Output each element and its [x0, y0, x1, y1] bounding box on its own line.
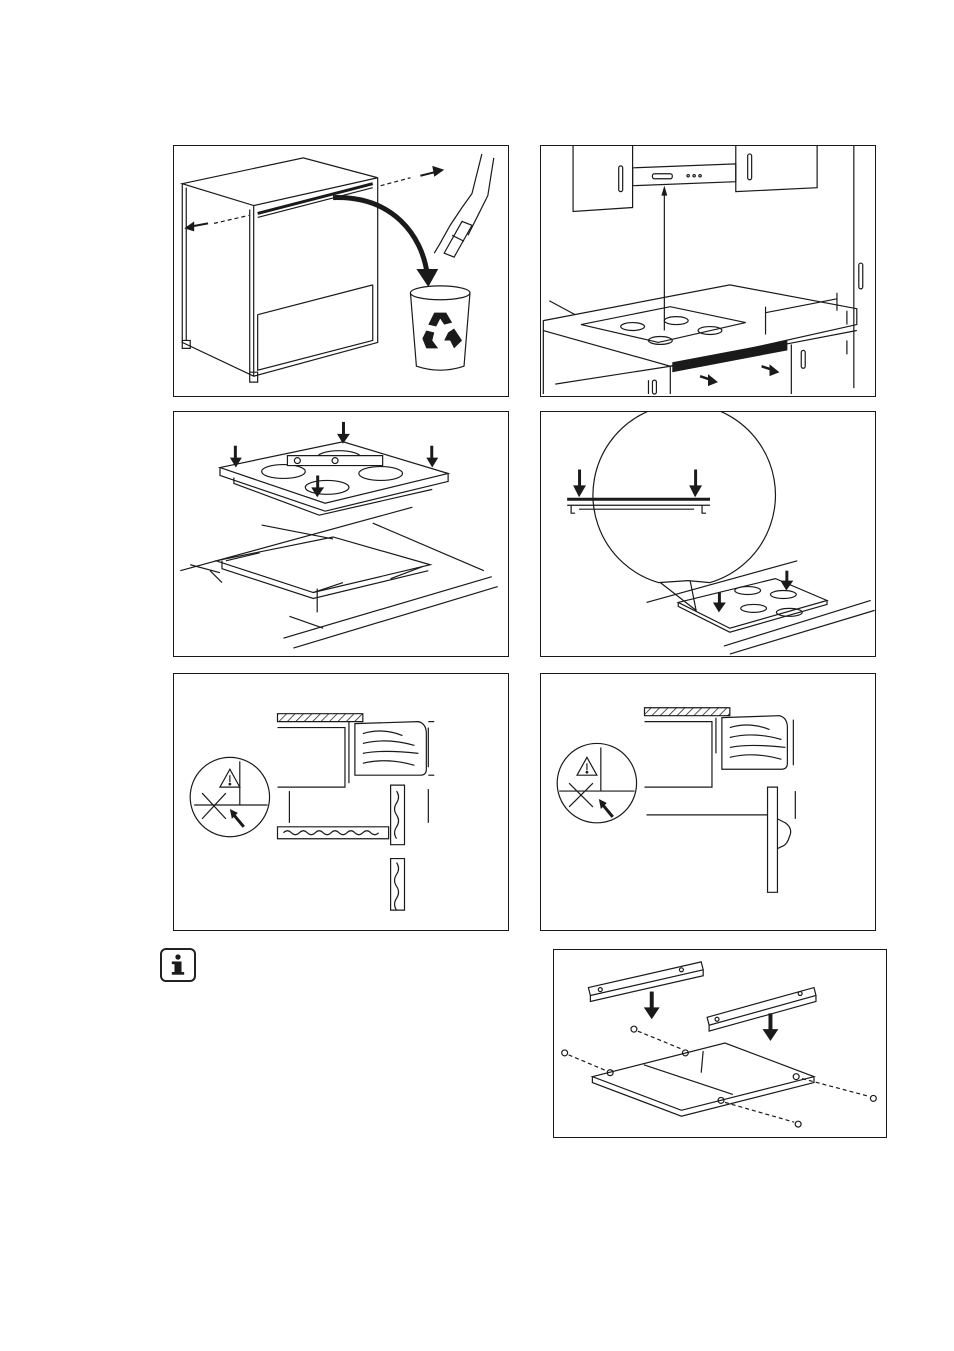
hob-top	[220, 442, 448, 515]
cabinet-drawing	[182, 158, 377, 382]
figure-seal-edges	[540, 411, 876, 657]
figure-remove-crossbar	[173, 145, 509, 397]
info-icon	[160, 948, 196, 982]
figure-cutout-dimensions	[173, 411, 509, 657]
recycle-bin	[410, 286, 470, 370]
figure-oven-clearance	[540, 673, 876, 931]
figure-hood-clearance	[540, 145, 876, 397]
warning-inset-2	[557, 743, 636, 822]
warning-inset	[190, 757, 269, 836]
figure-fixing-brackets	[553, 949, 887, 1138]
recycle-icon	[422, 313, 462, 349]
wall-cabinets	[573, 146, 817, 211]
figure-drawer-clearance	[173, 673, 509, 931]
